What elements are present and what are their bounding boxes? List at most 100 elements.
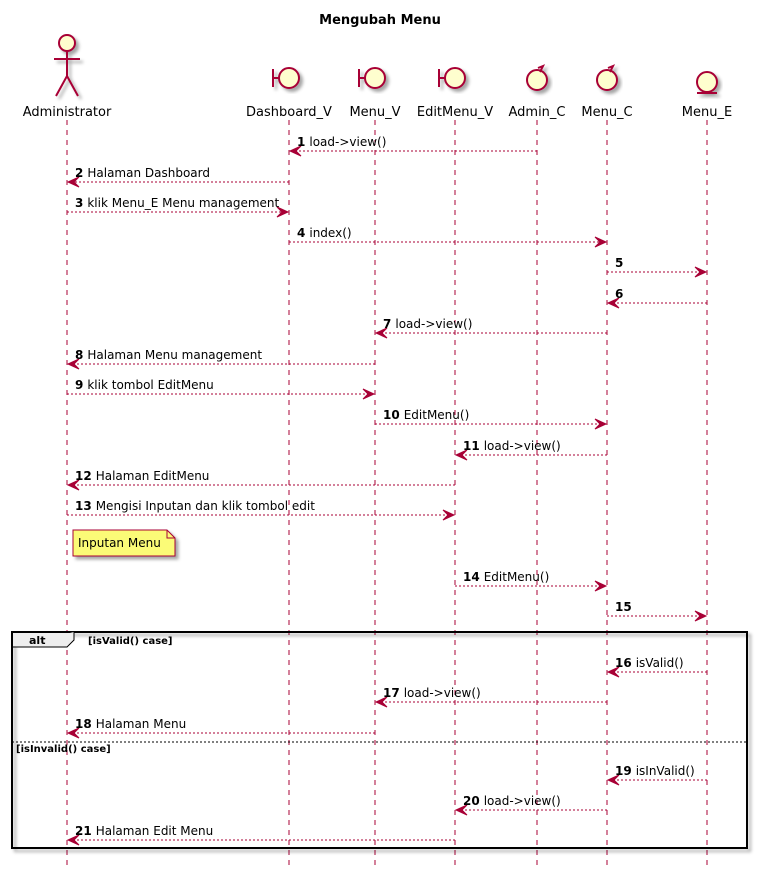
arrowhead [276,206,290,218]
message-number: 12 [75,469,92,483]
alt-fragment: alt [isValid() case] [isInvalid() case] [11,631,748,849]
participant-adminc: Admin_C [508,64,566,120]
message-text: load->view() [395,317,472,331]
arrowhead [606,297,620,309]
participant-admin: Administrator [23,34,112,120]
diagram-title: Mengubah Menu [319,13,441,28]
participant-menuc: Menu_C [581,64,633,120]
arrowhead [454,449,468,461]
message-number: 13 [75,499,92,513]
message: 5 [607,256,708,278]
participant-label: Dashboard_V [246,105,332,120]
message-text: load->view() [484,439,561,453]
message-number: 8 [75,348,83,362]
participant-menue: Menu_E [682,71,732,120]
participant-label: Menu_C [581,105,632,120]
message-text: EditMenu() [404,408,470,422]
entity-icon [696,71,718,94]
participant-label: EditMenu_V [417,105,493,120]
note: Inputan Menu [72,529,176,557]
message-text: isValid() [636,656,684,670]
participant-label: Menu_E [682,105,732,120]
fragment-guard-valid: [isValid() case] [88,636,173,647]
participant-menuv: Menu_V [349,67,401,120]
message: 4 index() [289,226,608,248]
arrowhead [694,610,708,622]
message-label: 4 index() [297,226,352,240]
message-text: load->view() [309,135,386,149]
message-number: 11 [463,439,480,453]
message: 16 isValid() [606,656,707,678]
note-text: Inputan Menu [78,536,161,550]
message-text: Halaman Menu management [87,348,262,362]
message: 11 load->view() [454,439,607,461]
message-label: 15 [615,600,632,614]
arrowhead [66,727,80,739]
participant-editv: EditMenu_V [417,67,493,120]
message-label: 8 Halaman Menu management [75,348,262,362]
arrowhead [374,696,388,708]
message-label: 21 Halaman Edit Menu [75,824,213,838]
participant-label: Administrator [23,105,112,120]
message-text: klik Menu_E Menu management [87,196,279,210]
boundary-icon [272,67,300,89]
message-number: 20 [463,794,480,808]
arrowhead [374,327,388,339]
message-number: 21 [75,824,92,838]
arrowhead [694,266,708,278]
control-icon [526,64,548,91]
message-number: 9 [75,378,83,392]
message-text: Halaman Menu [96,717,186,731]
actor-icon [54,34,80,97]
boundary-icon [438,67,466,89]
arrowhead [362,388,376,400]
message-number: 2 [75,166,83,180]
message: 21 Halaman Edit Menu [66,824,455,846]
message: 13 Mengisi Inputan dan klik tombol edit [67,499,456,521]
fragment-guard-invalid: [isInvalid() case] [16,744,111,755]
arrowhead [66,479,80,491]
arrowhead [594,580,608,592]
arrowhead [442,509,456,521]
arrowhead [594,236,608,248]
message-label: 16 isValid() [615,656,684,670]
message-number: 7 [383,317,391,331]
message: 7 load->view() [374,317,607,339]
message-text: index() [309,226,351,240]
participant-label: Admin_C [508,105,565,120]
message-number: 18 [75,717,92,731]
arrowhead [66,358,80,370]
message-label: 7 load->view() [383,317,472,331]
message-text: load->view() [404,686,481,700]
message-text: EditMenu() [484,570,550,584]
boundary-icon [358,67,386,89]
participant-dash: Dashboard_V [246,67,332,120]
message-text: Halaman Edit Menu [96,824,214,838]
message-number: 15 [615,600,632,614]
message-label: 18 Halaman Menu [75,717,186,731]
message: 8 Halaman Menu management [66,348,375,370]
fragment-keyword: alt [29,634,45,647]
arrowhead [594,418,608,430]
message-text: isInValid() [636,764,695,778]
message-number: 16 [615,656,632,670]
message-text: Mengisi Inputan dan klik tombol edit [96,499,315,513]
message-number: 4 [297,226,305,240]
